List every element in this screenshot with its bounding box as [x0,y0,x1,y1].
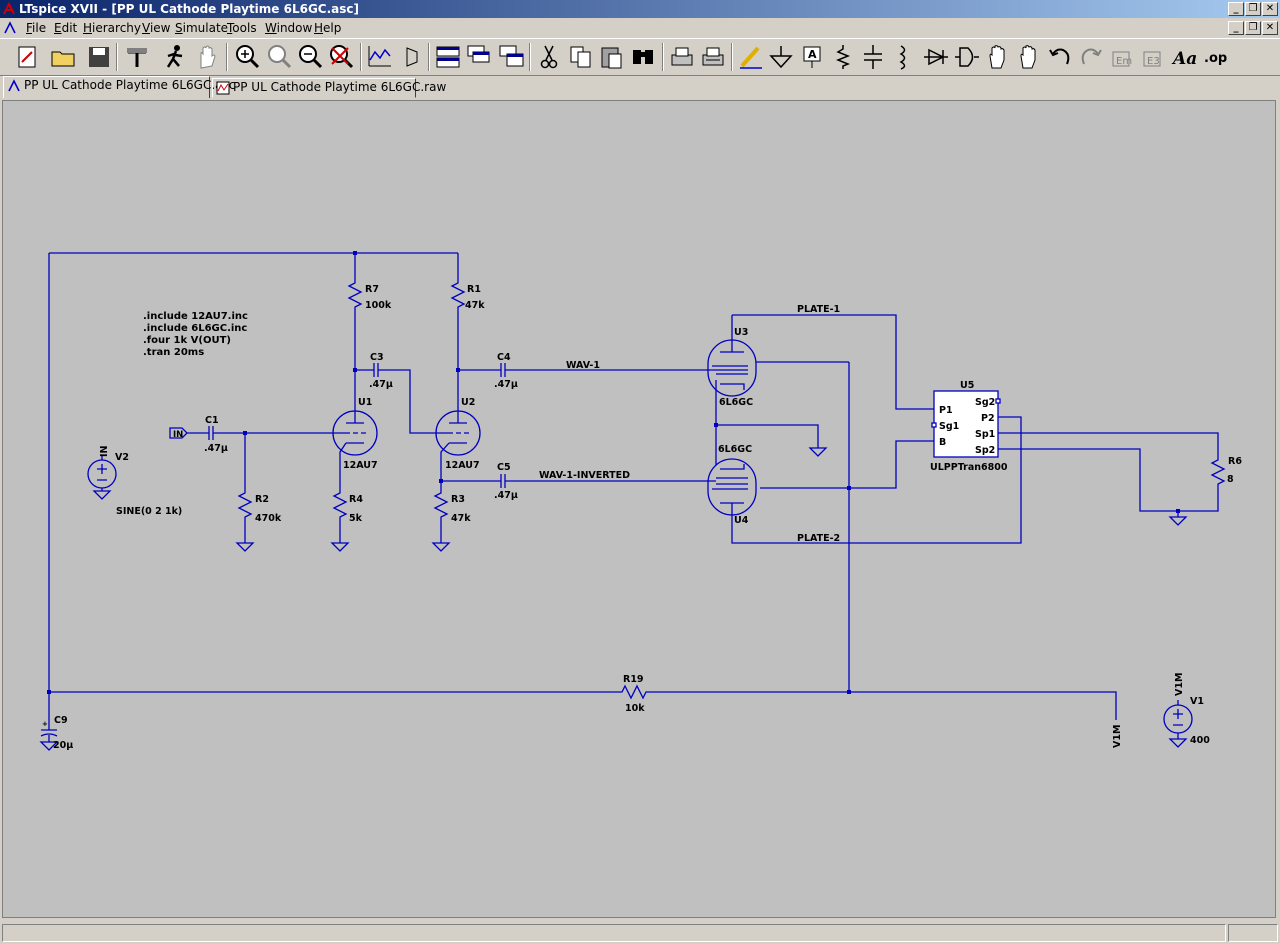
tab-schematic[interactable]: PP UL Cathode Playtime 6L6GC.asc [3,76,235,98]
zoom-in-icon[interactable] [232,42,262,72]
schematic-canvas[interactable] [2,100,1276,918]
mirror-icon[interactable]: E3 [1138,42,1168,72]
undo-icon[interactable] [1045,42,1075,72]
doc-close-button[interactable]: ✕ [1262,21,1278,35]
draw-wire-icon[interactable] [736,42,766,72]
menu-window[interactable]: Window [265,21,313,35]
label-net-icon[interactable]: A [797,42,827,72]
probe-icon[interactable] [397,42,427,72]
menu-simulate[interactable]: Simulate [175,21,229,35]
svg-text:A: A [808,48,817,61]
cut-icon[interactable] [534,42,564,72]
component-icon[interactable] [952,42,982,72]
drag-icon[interactable] [1014,42,1044,72]
print-setup-icon[interactable] [698,42,728,72]
pan-icon[interactable] [264,42,294,72]
inductor-icon[interactable] [888,42,918,72]
resistor-icon[interactable] [828,42,858,72]
redo-icon[interactable] [1076,42,1106,72]
schematic-icon [8,79,20,92]
window-title: LTspice XVII - [PP UL Cathode Playtime 6… [19,2,360,16]
tab-label: PP UL Cathode Playtime 6L6GC.asc [24,78,236,92]
new-schematic-icon[interactable] [12,42,42,72]
document-tabs: PP UL Cathode Playtime 6L6GC.asc PP UL C… [0,76,1280,100]
find-icon[interactable] [628,42,658,72]
svg-text:E3: E3 [1147,56,1160,67]
tab-label: PP UL Cathode Playtime 6L6GC.raw [233,80,447,94]
paste-icon[interactable] [597,42,627,72]
doc-minimize-button[interactable]: _ [1228,21,1244,35]
svg-text:.op: .op [1204,51,1227,66]
open-icon[interactable] [48,42,78,72]
spice-directive-icon[interactable]: .op [1201,42,1231,72]
zoom-fit-icon[interactable] [326,42,356,72]
capacitor-icon[interactable] [858,42,888,72]
menu-help[interactable]: Help [314,21,342,35]
title-bar: LTspice XVII - [PP UL Cathode Playtime 6… [0,0,1280,18]
tile-horizontal-icon[interactable] [433,42,463,72]
cascade-icon[interactable] [465,42,495,72]
toolbar: A Em E3 Aa .op [0,38,1280,76]
zoom-out-icon[interactable] [295,42,325,72]
svg-text:Aa: Aa [1171,49,1197,69]
menu-file[interactable]: File [26,21,47,35]
status-info-panel [1228,924,1278,942]
svg-text:Em: Em [1116,56,1132,67]
ltspice-app-icon [3,2,15,15]
tab-waveform[interactable]: PP UL Cathode Playtime 6L6GC.raw [212,78,446,98]
menu-bar: File Edit Hierarchy View Simulate Tools … [0,18,1280,38]
close-all-icon[interactable] [497,42,527,72]
menu-tools[interactable]: Tools [227,21,257,35]
close-button[interactable]: ✕ [1262,2,1278,16]
menu-view[interactable]: View [142,21,171,35]
status-bar [0,920,1280,944]
schematic-doc-icon [4,21,16,34]
rotate-icon[interactable]: Em [1107,42,1137,72]
waveform-icon [216,81,230,95]
minimize-button[interactable]: _ [1228,2,1244,16]
doc-restore-button[interactable]: ❐ [1245,21,1261,35]
ground-icon[interactable] [766,42,796,72]
copy-icon[interactable] [566,42,596,72]
print-icon[interactable] [667,42,697,72]
status-message-panel [2,924,1226,942]
autorange-icon[interactable] [365,42,395,72]
move-icon[interactable] [983,42,1013,72]
text-icon[interactable]: Aa [1170,42,1200,72]
menu-edit[interactable]: Edit [54,21,78,35]
diode-icon[interactable] [921,42,951,72]
control-panel-icon[interactable] [122,42,152,72]
save-icon[interactable] [84,42,114,72]
menu-hierarchy[interactable]: Hierarchy [83,21,142,35]
halt-icon[interactable] [192,42,222,72]
run-icon[interactable] [160,42,190,72]
maximize-button[interactable]: ❐ [1245,2,1261,16]
